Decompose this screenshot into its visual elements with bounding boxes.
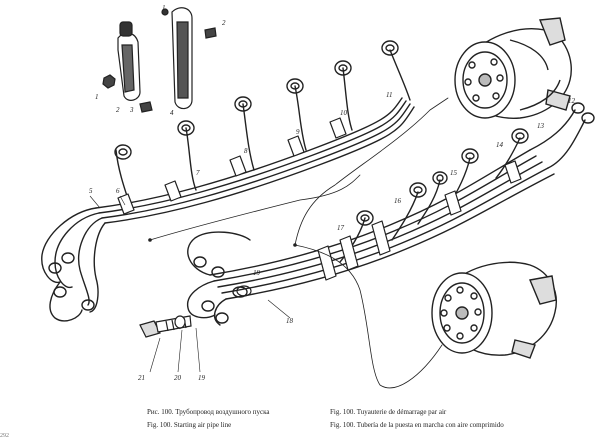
callout-18: 18	[286, 317, 294, 325]
callout-1: 1	[95, 93, 99, 101]
caption-en: Fig. 100. Starting air pipe line	[147, 421, 232, 429]
upper-clamps	[117, 117, 347, 215]
callout-leaders	[89, 195, 291, 373]
callout-12: 12	[568, 97, 576, 105]
callout-13: 13	[537, 122, 545, 130]
callout-2: 2	[116, 106, 120, 114]
callout-2-top: 2	[222, 19, 226, 27]
callout-14: 14	[496, 141, 504, 149]
upper-pipe-bundle	[95, 97, 415, 224]
bolt-and-nut	[139, 315, 192, 338]
callout-10: 10	[340, 109, 348, 117]
callout-7: 7	[196, 169, 200, 177]
callout-numbers: 1 1 2 2 3 4 5 6 7 8 9 10 11 12 13 14 15 …	[89, 4, 576, 382]
callout-19-top: 19	[253, 269, 261, 277]
lower-clamps	[317, 160, 522, 281]
callout-21: 21	[138, 374, 145, 382]
caption-ru: Рис. 100. Трубопровод воздушного пуска	[147, 408, 270, 416]
callout-5: 5	[89, 187, 93, 195]
lower-air-distributor	[431, 261, 557, 359]
callout-8: 8	[244, 147, 248, 155]
leader-lines	[149, 97, 449, 389]
clamp-parts-exploded	[102, 7, 217, 113]
caption-fr: Fig. 100. Tuyauterie de démarrage par ai…	[330, 408, 447, 416]
callout-16: 16	[394, 197, 402, 205]
lower-left-branch	[186, 231, 251, 326]
callout-11: 11	[386, 91, 392, 99]
sealing-ring-19	[236, 285, 252, 297]
lower-pipe-bundle	[209, 109, 586, 300]
upper-banjo-fittings	[114, 40, 411, 206]
page-mark: 292	[0, 433, 9, 439]
callout-20: 20	[174, 374, 182, 382]
caption-es: Fig. 100. Tubería de la puesta en marcha…	[330, 421, 504, 429]
callout-15: 15	[450, 169, 458, 177]
callout-17: 17	[337, 224, 345, 232]
callout-4: 4	[170, 109, 174, 117]
callout-3: 3	[129, 106, 134, 114]
callout-1-top: 1	[162, 4, 166, 12]
callout-9: 9	[296, 128, 300, 136]
callout-19: 19	[198, 374, 206, 382]
left-pipe-loops	[41, 207, 106, 322]
upper-air-distributor	[454, 17, 572, 119]
callout-6: 6	[116, 187, 120, 195]
